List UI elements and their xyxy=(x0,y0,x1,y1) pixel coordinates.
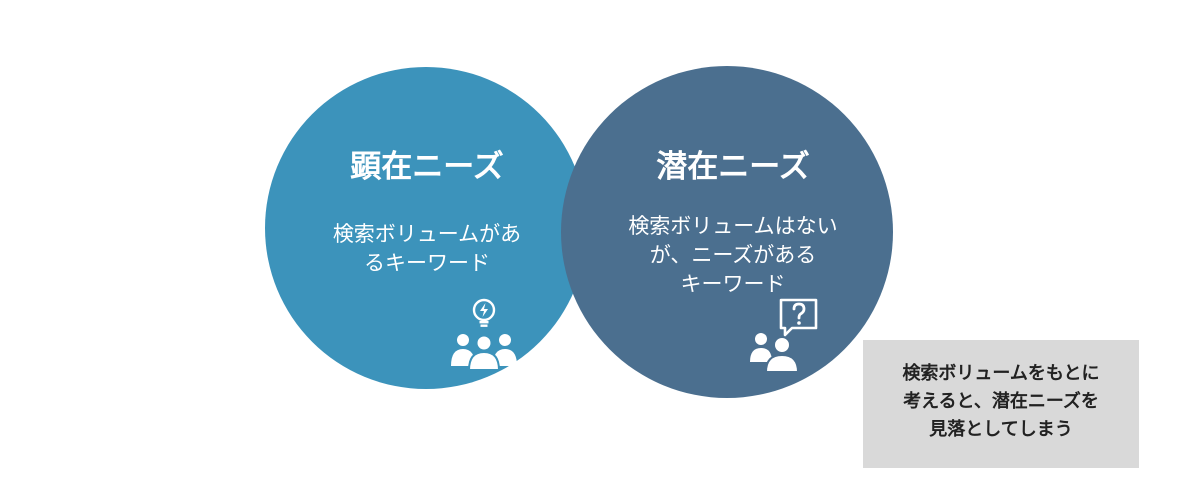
latent-needs-title: 潜在ニーズ xyxy=(656,149,810,185)
people-with-lightbulb-icon xyxy=(451,298,517,371)
note-line-1: 検索ボリュームをもとに xyxy=(902,363,1100,384)
explicit-needs-title: 顕在ニーズ xyxy=(350,149,504,185)
explicit-needs-description-line-1: 検索ボリュームがあ xyxy=(332,222,522,246)
note-line-3: 見落としてしまう xyxy=(929,419,1073,440)
latent-needs-description: 検索ボリュームはない が、ニーズがある キーワード xyxy=(566,212,900,299)
latent-needs-description-line-3: キーワード xyxy=(680,272,786,296)
note-line-2: 考えると、潜在ニーズを xyxy=(903,391,1099,412)
latent-needs-circle xyxy=(561,66,893,398)
note-text: 検索ボリュームをもとに 考えると、潜在ニーズを 見落としてしまう xyxy=(863,360,1139,444)
latent-needs-description-line-2: が、ニーズがある xyxy=(649,243,817,267)
explicit-needs-circle xyxy=(265,67,587,389)
explicit-needs-description-line-2: るキーワード xyxy=(364,251,490,275)
people-with-question-bubble-icon xyxy=(750,298,818,373)
explicit-needs-description: 検索ボリュームがあ るキーワード xyxy=(266,220,588,278)
latent-needs-description-line-1: 検索ボリュームはない xyxy=(628,214,838,238)
note-box xyxy=(863,340,1139,468)
